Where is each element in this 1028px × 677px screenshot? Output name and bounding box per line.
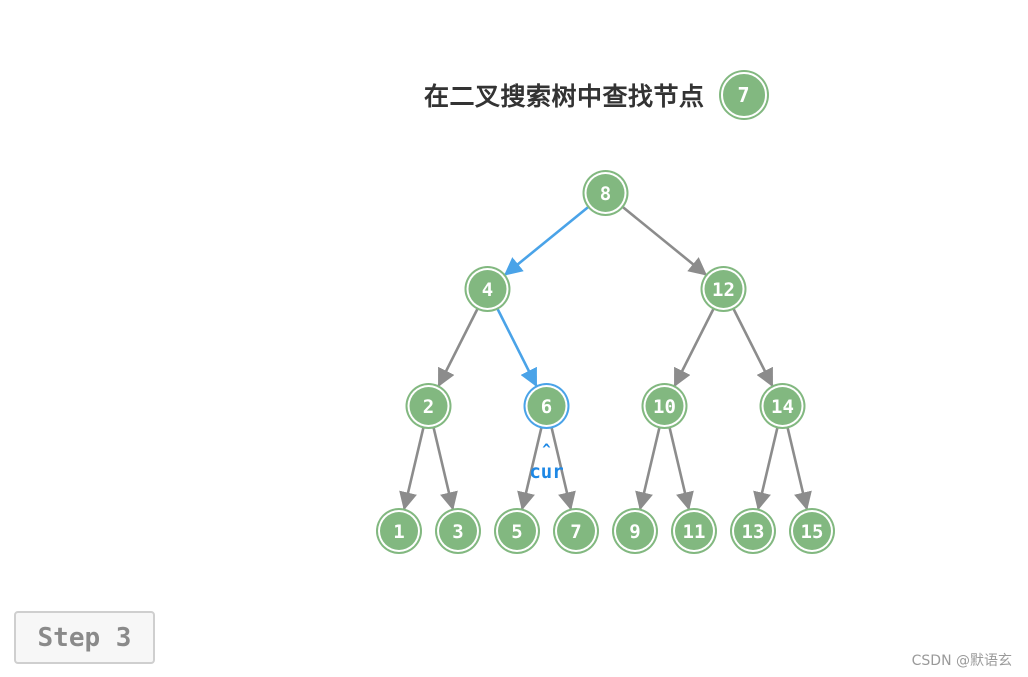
- tree-node-label: 2: [423, 396, 434, 418]
- watermark: CSDN @默语玄: [911, 653, 1012, 669]
- edge-12-to-10: [673, 308, 715, 388]
- tree-node-8: 8: [582, 170, 629, 216]
- diagram-title: 在二叉搜索树中查找节点: [424, 82, 705, 111]
- tree-node-label: 8: [600, 183, 611, 205]
- tree-node-label: 9: [629, 521, 640, 543]
- title-row: 在二叉搜索树中查找节点 7: [424, 72, 767, 118]
- target-node-badge: 7: [720, 72, 767, 118]
- edge-6-to-7: [550, 427, 576, 511]
- edge-8-to-12: [621, 205, 708, 276]
- edge-12-to-14: [732, 308, 774, 388]
- tree-node-label: 1: [393, 521, 404, 543]
- tree-node-15: 15: [789, 508, 835, 554]
- tree-node-label: 12: [712, 279, 735, 301]
- tree-node-1: 1: [376, 508, 422, 554]
- tree-node-10: 10: [641, 383, 688, 429]
- tree-node-12: 12: [700, 266, 747, 312]
- tree-node-label: 4: [482, 279, 493, 301]
- tree-node-7: 7: [553, 508, 599, 554]
- tree-node-label: 13: [742, 521, 765, 543]
- step-badge: Step 3: [14, 611, 155, 664]
- edge-6-to-5: [517, 427, 543, 511]
- tree-node-label: 3: [452, 521, 463, 543]
- tree-node-6: 6: [523, 383, 570, 429]
- cur-pointer-caret: ^: [542, 442, 551, 458]
- tree-node-label: 5: [511, 521, 522, 543]
- tree-node-11: 11: [671, 508, 717, 554]
- tree-node-label: 14: [771, 396, 794, 418]
- tree-node-3: 3: [435, 508, 481, 554]
- tree-node-13: 13: [730, 508, 776, 554]
- tree-node-2: 2: [405, 383, 452, 429]
- edge-4-to-6: [496, 308, 538, 388]
- edge-2-to-3: [432, 427, 458, 511]
- tree-node-4: 4: [464, 266, 511, 312]
- tree-node-5: 5: [494, 508, 540, 554]
- tree-node-label: 11: [683, 521, 706, 543]
- edge-14-to-13: [753, 427, 779, 511]
- edge-2-to-1: [399, 427, 425, 511]
- edge-8-to-4: [503, 205, 590, 276]
- tree-node-label: 15: [801, 521, 824, 543]
- cur-pointer-label: cur: [529, 461, 563, 483]
- edge-14-to-15: [786, 427, 812, 511]
- tree-node-label: 7: [570, 521, 581, 543]
- tree-node-14: 14: [759, 383, 806, 429]
- tree-node-9: 9: [612, 508, 658, 554]
- edge-10-to-11: [668, 427, 694, 511]
- edge-4-to-2: [437, 308, 479, 388]
- tree-node-label: 6: [541, 396, 552, 418]
- tree-node-label: 10: [653, 396, 676, 418]
- edge-10-to-9: [635, 427, 661, 511]
